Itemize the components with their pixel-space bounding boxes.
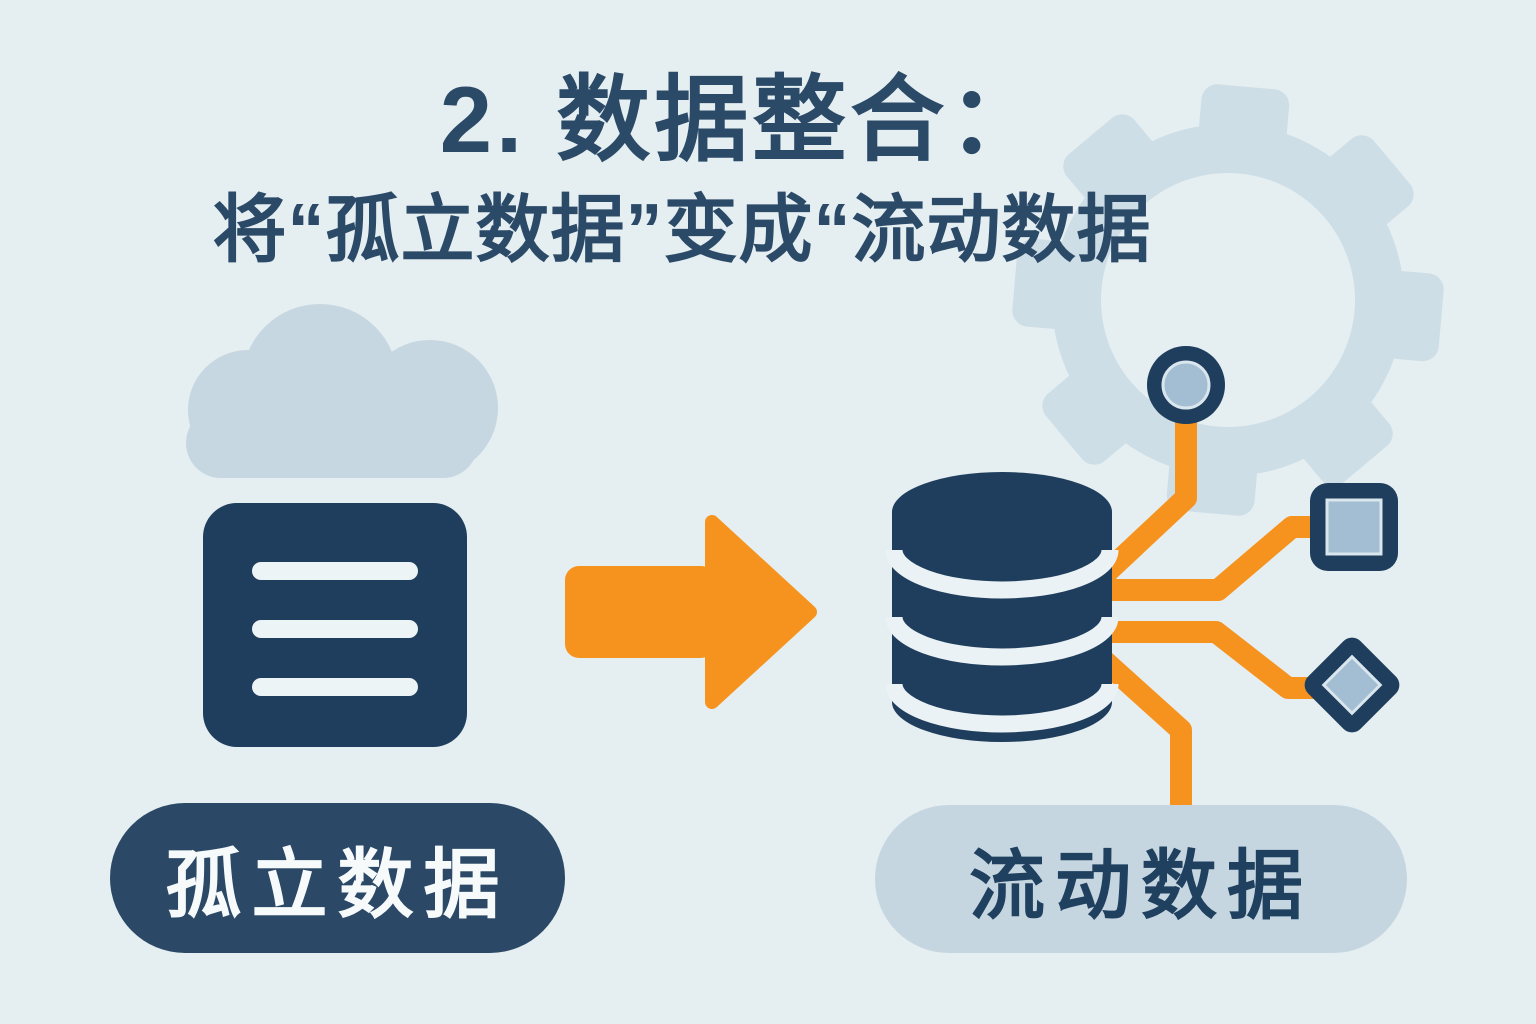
diamond-node-icon: [1304, 637, 1400, 733]
flowing-data-label: 流动数据: [969, 844, 1313, 929]
flowing-data-pill: 流动数据: [875, 805, 1407, 953]
connector-to-square-node: [1090, 516, 1320, 601]
connector-to-circle-node: [1082, 418, 1197, 597]
cloud-icon: [186, 304, 498, 478]
connector-to-flow-pill: [1082, 639, 1192, 814]
connector-to-diamond-node: [1090, 621, 1315, 699]
connector-lines: [1082, 418, 1320, 814]
document-icon: [203, 503, 467, 747]
database-icon: [885, 472, 1119, 742]
page-subtitle: 将“孤立数据”变成“流动数据: [212, 188, 1152, 271]
circle-node-icon: [1147, 346, 1225, 424]
isolated-data-pill: 孤立数据: [110, 803, 565, 953]
isolated-data-label: 孤立数据: [165, 843, 510, 928]
gear-icon: [1012, 84, 1444, 516]
square-node-icon: [1310, 483, 1398, 571]
page-title: 2. 数据整合：: [439, 67, 1047, 172]
arrow-right-icon: [565, 515, 817, 709]
